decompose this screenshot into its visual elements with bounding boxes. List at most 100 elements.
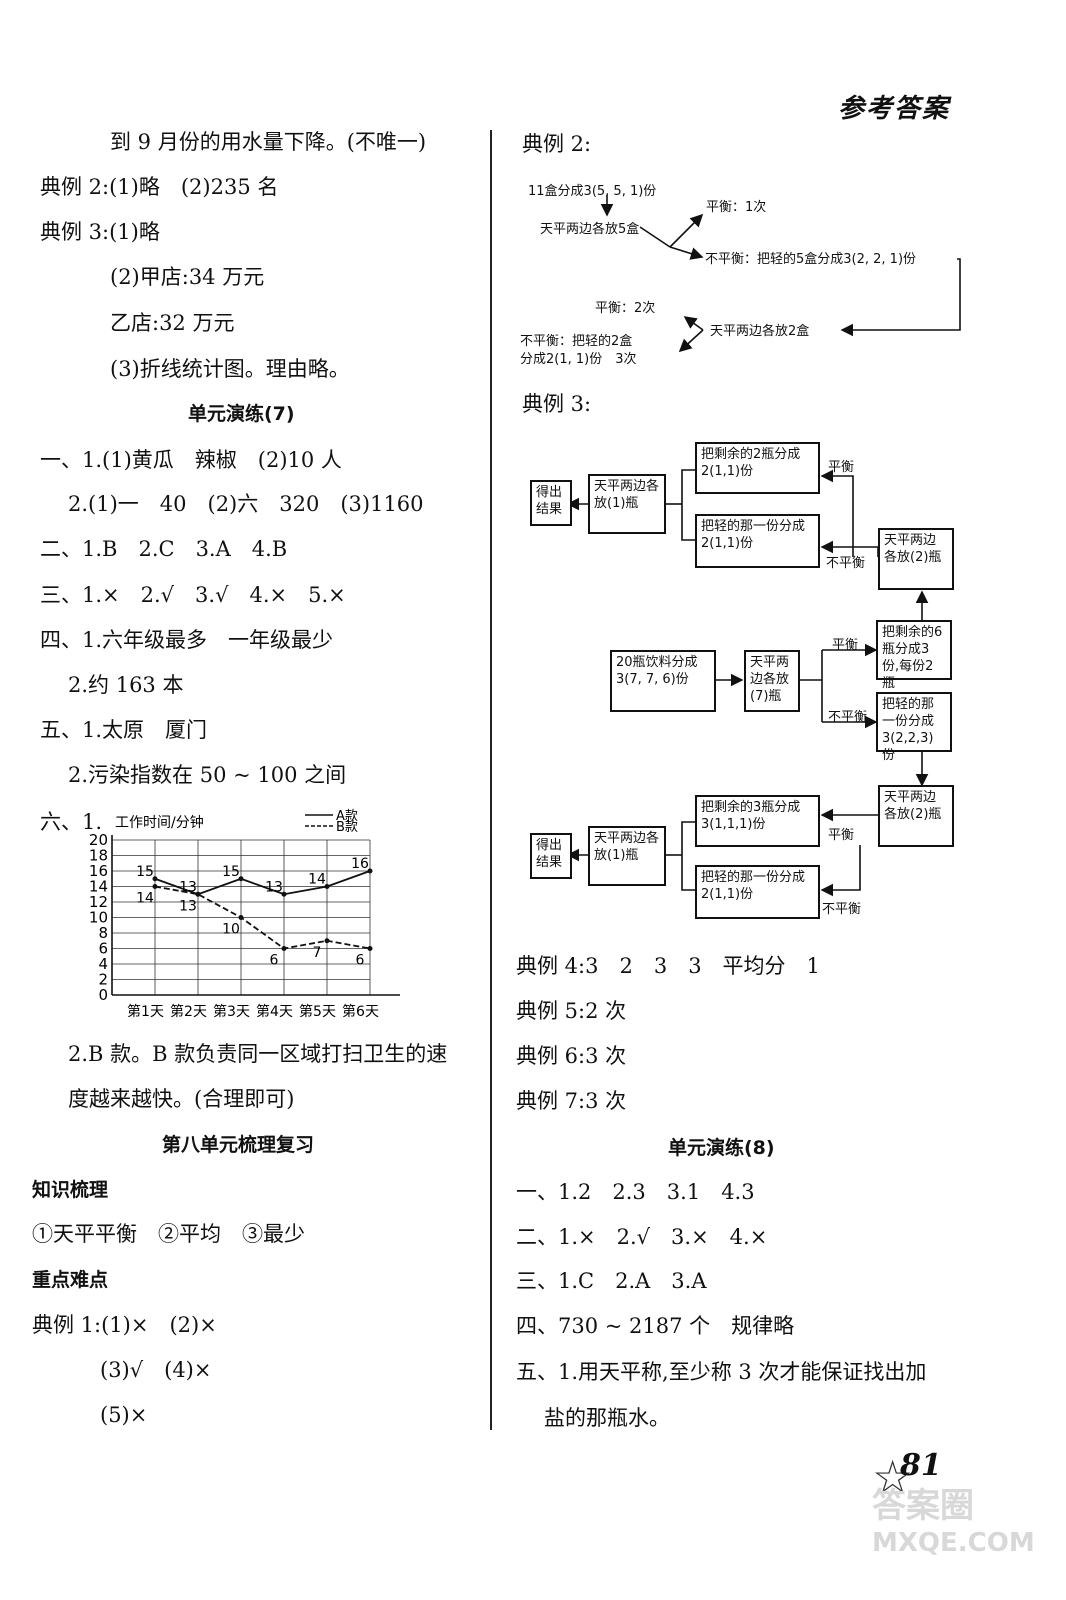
text-line: 典例 5:2 次 — [516, 999, 627, 1023]
text-line: 典例 1:(1)× (2)× — [32, 1313, 217, 1337]
data-label: 13 — [179, 898, 197, 914]
text-line: 乙店:32 万元 — [110, 311, 235, 335]
y-tick-label: 2 — [98, 971, 108, 989]
text-line: 到 9 月份的用水量下降。(不唯一) — [110, 130, 427, 154]
example-title: 典例 3: — [522, 392, 592, 416]
text-line: (2)甲店:34 万元 — [110, 265, 265, 289]
weigh1-box-top: 天平两边各放(1)瓶 — [588, 474, 666, 534]
diagram-example2-connectors — [600, 195, 961, 353]
text-line: 四、730 ~ 2187 个 规律略 — [516, 1314, 795, 1338]
x-tick-label: 第2天 — [170, 1003, 207, 1020]
watermark-url: MXQE.COM — [872, 1528, 1035, 1558]
diagram2-balanced2: 平衡：2次 — [595, 301, 656, 316]
text-line: 六、1. — [40, 810, 103, 834]
balanced-label: 平衡 — [828, 828, 855, 843]
star-icon: ☆ — [872, 1450, 914, 1504]
x-tick-label: 第3天 — [213, 1003, 250, 1020]
text-line: 典例 7:3 次 — [516, 1089, 627, 1113]
text-line: 一、1.(1)黄瓜 辣椒 (2)10 人 — [40, 448, 342, 472]
result-box-top: 得出结果 — [530, 480, 572, 526]
line-chart: 02468101214161820工作时间/分钟第1天第2天第3天第4天第5天第… — [89, 809, 400, 1020]
text-line: (5)× — [100, 1403, 148, 1427]
section-heading: 知识梳理 — [32, 1179, 109, 1201]
x-tick-label: 第1天 — [127, 1003, 164, 1020]
text-line: (3)√ (4)× — [100, 1358, 212, 1382]
text-line: 2.B 款。B 款负责同一区域打扫卫生的速 — [68, 1042, 448, 1066]
page-number: 81 — [900, 1448, 942, 1483]
text-line: 2.污染指数在 50 ~ 100 之间 — [68, 763, 347, 787]
text-line: 度越来越快。(合理即可) — [68, 1087, 295, 1111]
y-axis-label: 工作时间/分钟 — [115, 814, 204, 831]
data-label: 14 — [136, 891, 154, 907]
lighter-box-top: 把轻的那一份分成2(1,1)份 — [695, 514, 820, 568]
text-line: (3)折线统计图。理由略。 — [110, 357, 350, 381]
text-line: 典例 2:(1)略 (2)235 名 — [40, 175, 279, 199]
text-line: 五、1.太原 厦门 — [40, 718, 208, 742]
text-line: 二、1.× 2.√ 3.× 4.× — [516, 1225, 768, 1249]
text-line: 2.约 163 本 — [68, 673, 184, 697]
diagram2-start: 11盒分成3(5, 5, 1)份 — [528, 184, 657, 199]
x-tick-label: 第5天 — [299, 1003, 336, 1020]
diagram2-balanced1: 平衡：1次 — [706, 200, 767, 215]
diagram2-weigh5: 天平两边各放5盒 — [540, 222, 640, 237]
legend-label: A款 — [336, 809, 358, 824]
data-label: 13 — [265, 879, 283, 895]
remaining3-box: 把剩余的3瓶分成3(1,1,1)份 — [695, 795, 820, 847]
section-heading: 第八单元梳理复习 — [162, 1134, 315, 1156]
weigh2-box-bottom: 天平两边各放(2)瓶 — [878, 785, 954, 847]
unbalanced-label: 不平衡 — [828, 710, 868, 725]
y-tick-label: 20 — [89, 831, 108, 849]
unbalanced-label: 不平衡 — [822, 902, 862, 917]
data-label: 14 — [308, 872, 326, 888]
balanced-label: 平衡 — [828, 460, 855, 475]
data-label: 15 — [136, 864, 154, 880]
diagram2-weigh2: 天平两边各放2盒 — [710, 324, 810, 339]
data-label: 6 — [270, 953, 279, 969]
data-label: 15 — [222, 864, 240, 880]
y-tick-label: 14 — [89, 878, 108, 896]
data-point — [281, 891, 287, 897]
data-point — [152, 884, 158, 889]
text-line: 典例 4:3 2 3 3 平均分 1 — [516, 954, 820, 978]
y-tick-label: 8 — [98, 924, 108, 942]
text-line: 2.(1)一 40 (2)六 320 (3)1160 — [68, 492, 424, 516]
page-header-title: 参考答案 — [838, 94, 951, 124]
series-line-a — [154, 870, 371, 896]
section-heading: 单元演练(8) — [668, 1137, 775, 1159]
weigh2-box-top: 天平两边各放(2)瓶 — [878, 528, 954, 590]
y-tick-label: 4 — [98, 955, 108, 973]
text-line: ①天平平衡 ②平均 ③最少 — [32, 1222, 305, 1246]
data-point — [152, 876, 158, 882]
remaining6-box: 把剩余的6瓶分成3份,每份2瓶 — [876, 620, 952, 691]
watermark-text: 答案圈 — [872, 1486, 974, 1526]
text-line: 典例 3:(1)略 — [40, 220, 160, 244]
legend-label: B款 — [336, 820, 358, 835]
text-line: 五、1.用天平称,至少称 3 次才能保证找出加 — [516, 1360, 927, 1384]
y-tick-label: 18 — [89, 847, 108, 865]
y-tick-label: 12 — [89, 893, 108, 911]
data-point — [324, 884, 330, 889]
data-label: 16 — [351, 856, 369, 872]
text-line: 二、1.B 2.C 3.A 4.B — [40, 537, 288, 561]
y-tick-label: 6 — [98, 940, 108, 958]
lighter-box-bottom: 把轻的那一份分成2(1,1)份 — [695, 865, 820, 919]
data-point — [195, 891, 201, 897]
data-label: 6 — [356, 953, 365, 969]
text-line: 典例 6:3 次 — [516, 1044, 627, 1068]
section-heading: 单元演练(7) — [188, 403, 295, 425]
column-divider — [490, 130, 492, 1430]
section-heading: 重点难点 — [32, 1269, 109, 1291]
remaining2-box: 把剩余的2瓶分成2(1,1)份 — [695, 442, 820, 494]
diagram2-unbalanced1: 不平衡：把轻的5盒分成3(2, 2, 1)份 — [705, 252, 917, 267]
text-line: 一、1.2 2.3 3.1 4.3 — [516, 1180, 755, 1204]
data-point — [281, 946, 287, 951]
text-line: 四、1.六年级最多 一年级最少 — [40, 628, 334, 652]
diagram2-unbalanced2a: 不平衡：把轻的2盒 — [520, 334, 633, 349]
data-point — [367, 946, 373, 951]
y-tick-label: 16 — [89, 862, 108, 880]
text-line: 盐的那瓶水。 — [544, 1406, 670, 1430]
x-tick-label: 第6天 — [342, 1003, 379, 1020]
lighter-box-mid: 把轻的那一份分成3(2,2,3)份 — [876, 692, 952, 763]
data-label: 7 — [313, 945, 322, 961]
unbalanced-label: 不平衡 — [826, 556, 866, 571]
